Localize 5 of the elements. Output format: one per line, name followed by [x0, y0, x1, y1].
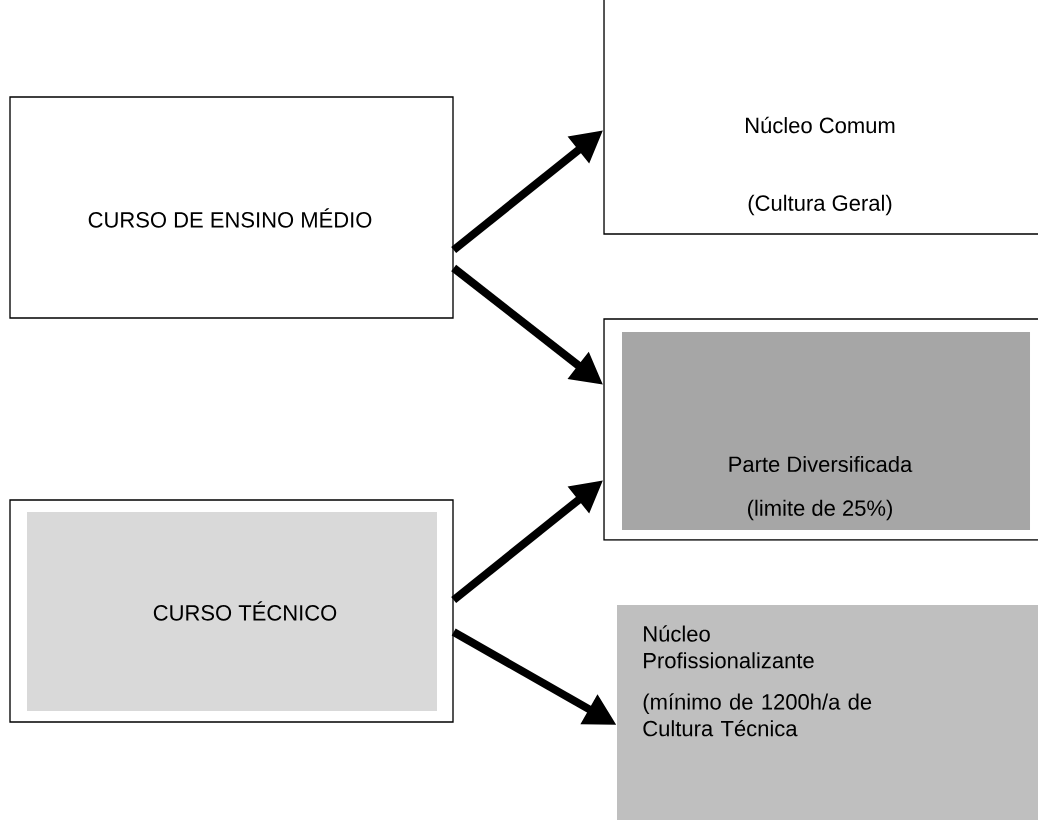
- process-box: CURSO DE ENSINO MÉDIO: [9, 96, 454, 319]
- process-box: Núcleo Profissionalizante (mínimo de 1200h/a de Cultura Técnica: [617, 605, 1038, 820]
- process-box: Parte Diversificada (limite de 25%): [603, 318, 1038, 541]
- process-box: CURSO TÉCNICO: [9, 499, 454, 723]
- process-box: Núcleo Comum (Cultura Geral): [603, 0, 1038, 235]
